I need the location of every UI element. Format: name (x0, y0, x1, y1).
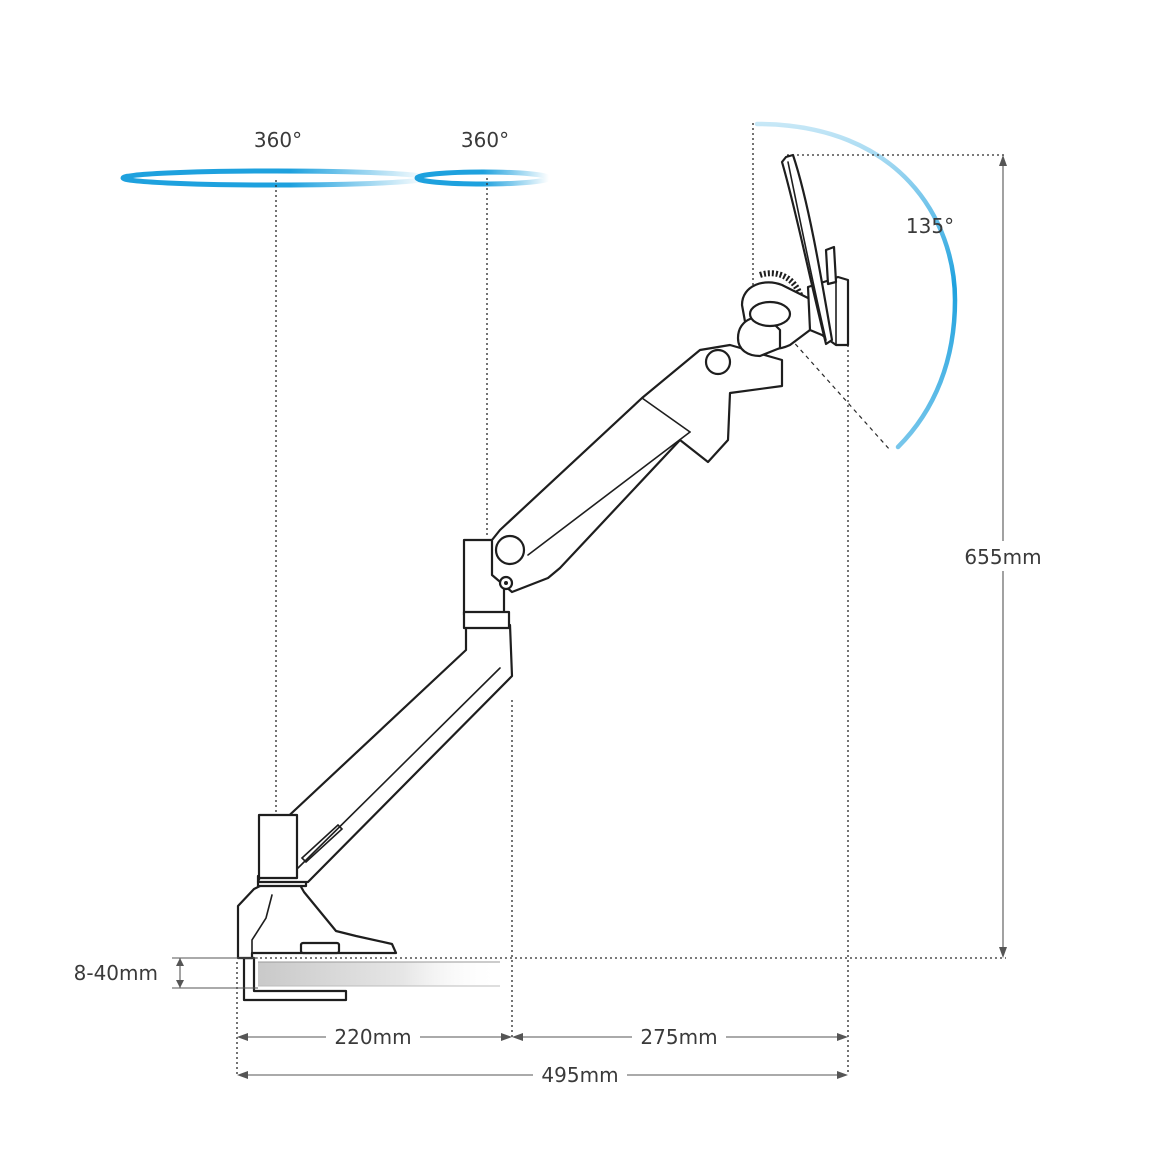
base-pivot-post (257, 813, 299, 880)
clamp-dimension (172, 957, 258, 989)
tilt-arc (754, 121, 958, 450)
upper-arm-edge (641, 397, 691, 433)
monitor-panel (780, 153, 834, 346)
tilt-limit-line (789, 337, 891, 451)
mid-pivot-collar (462, 610, 511, 630)
reach-upper-label: 275mm (640, 1025, 717, 1049)
rotation-base-label: 360° (254, 128, 302, 152)
clamp-inner-curve (251, 894, 273, 954)
reach-total-label: 495mm (541, 1063, 618, 1087)
lower-arm (256, 623, 514, 884)
mid-joint-screw-center (504, 581, 508, 585)
reach-lower-label: 220mm (334, 1025, 411, 1049)
height-label: 655mm (964, 545, 1041, 569)
lower-arm-slot (300, 823, 344, 864)
upper-arm-highlight (527, 431, 691, 556)
mid-joint-cap (494, 534, 526, 566)
clamp-knob (299, 941, 341, 955)
tilt-label: 135° (906, 214, 954, 238)
tilt-head-gear (759, 270, 806, 344)
clamp-range-label: 8-40mm (74, 961, 158, 985)
rotation-ring-mid (414, 169, 552, 187)
rotation-mid-label: 360° (461, 128, 509, 152)
upper-arm (490, 343, 784, 594)
tilt-head-cylinder (748, 300, 792, 328)
monitor-inner-edge (787, 161, 827, 341)
vesa-latch (824, 245, 838, 286)
upper-joint-cap (704, 348, 732, 376)
rotation-ring-base (120, 168, 430, 188)
desk-panel (258, 962, 500, 986)
lower-arm-highlight (297, 667, 501, 869)
